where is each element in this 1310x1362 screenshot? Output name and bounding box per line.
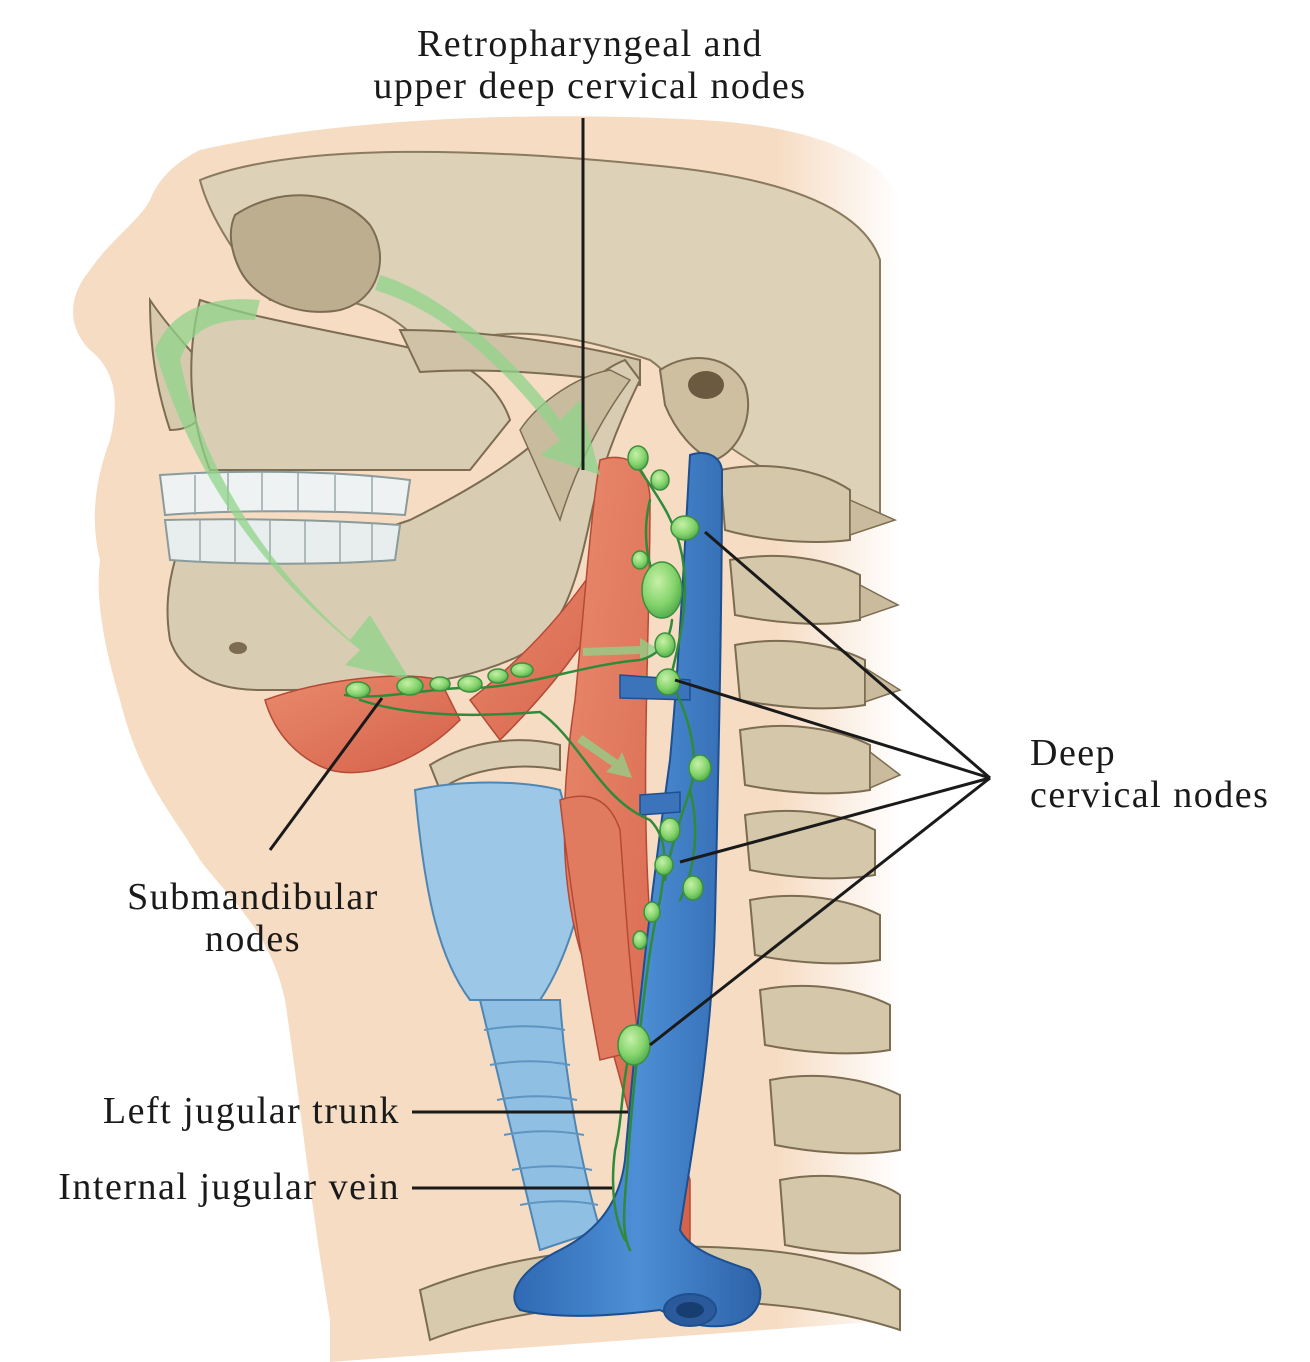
deep-cervical-node (644, 902, 660, 922)
superior-thyroid-vein (640, 792, 680, 815)
deep-cervical-node (660, 818, 680, 842)
external-acoustic-meatus (688, 371, 724, 399)
submandibular-node (397, 677, 423, 695)
submandibular-node (511, 663, 533, 677)
deep-cervical-node (633, 931, 647, 949)
label-submandibular-nodes: Submandibular nodes (98, 876, 408, 960)
retropharyngeal-node (651, 470, 669, 490)
submandibular-node (488, 669, 508, 683)
label-retropharyngeal-line1: Retropharyngeal and (330, 23, 850, 65)
upper-deep-cervical-node (671, 516, 699, 540)
label-deep-line2: cervical nodes (1030, 774, 1305, 816)
submandibular-node (430, 677, 450, 691)
label-submandibular-line1: Submandibular (98, 876, 408, 918)
label-internal-jugular-vein: Internal jugular vein (10, 1166, 400, 1208)
deep-cervical-node (618, 1025, 650, 1065)
mental-foramen (229, 642, 247, 654)
subclavian-vein-lumen (676, 1302, 704, 1318)
upper-deep-cervical-node (642, 562, 682, 618)
deep-cervical-node (655, 855, 673, 875)
label-retropharyngeal-nodes: Retropharyngeal and upper deep cervical … (330, 23, 850, 107)
label-retropharyngeal-line2: upper deep cervical nodes (330, 65, 850, 107)
label-left-jugular-trunk: Left jugular trunk (40, 1090, 400, 1132)
deep-cervical-node (689, 755, 711, 781)
deep-cervical-node (655, 633, 675, 657)
deep-cervical-node (683, 876, 703, 900)
retropharyngeal-node (628, 446, 648, 470)
label-deep-cervical-nodes: Deep cervical nodes (1030, 732, 1305, 816)
upper-deep-cervical-node (632, 551, 648, 569)
submandibular-node (458, 676, 482, 692)
label-deep-line1: Deep (1030, 732, 1305, 774)
submandibular-node (346, 682, 370, 698)
label-submandibular-line2: nodes (98, 918, 408, 960)
